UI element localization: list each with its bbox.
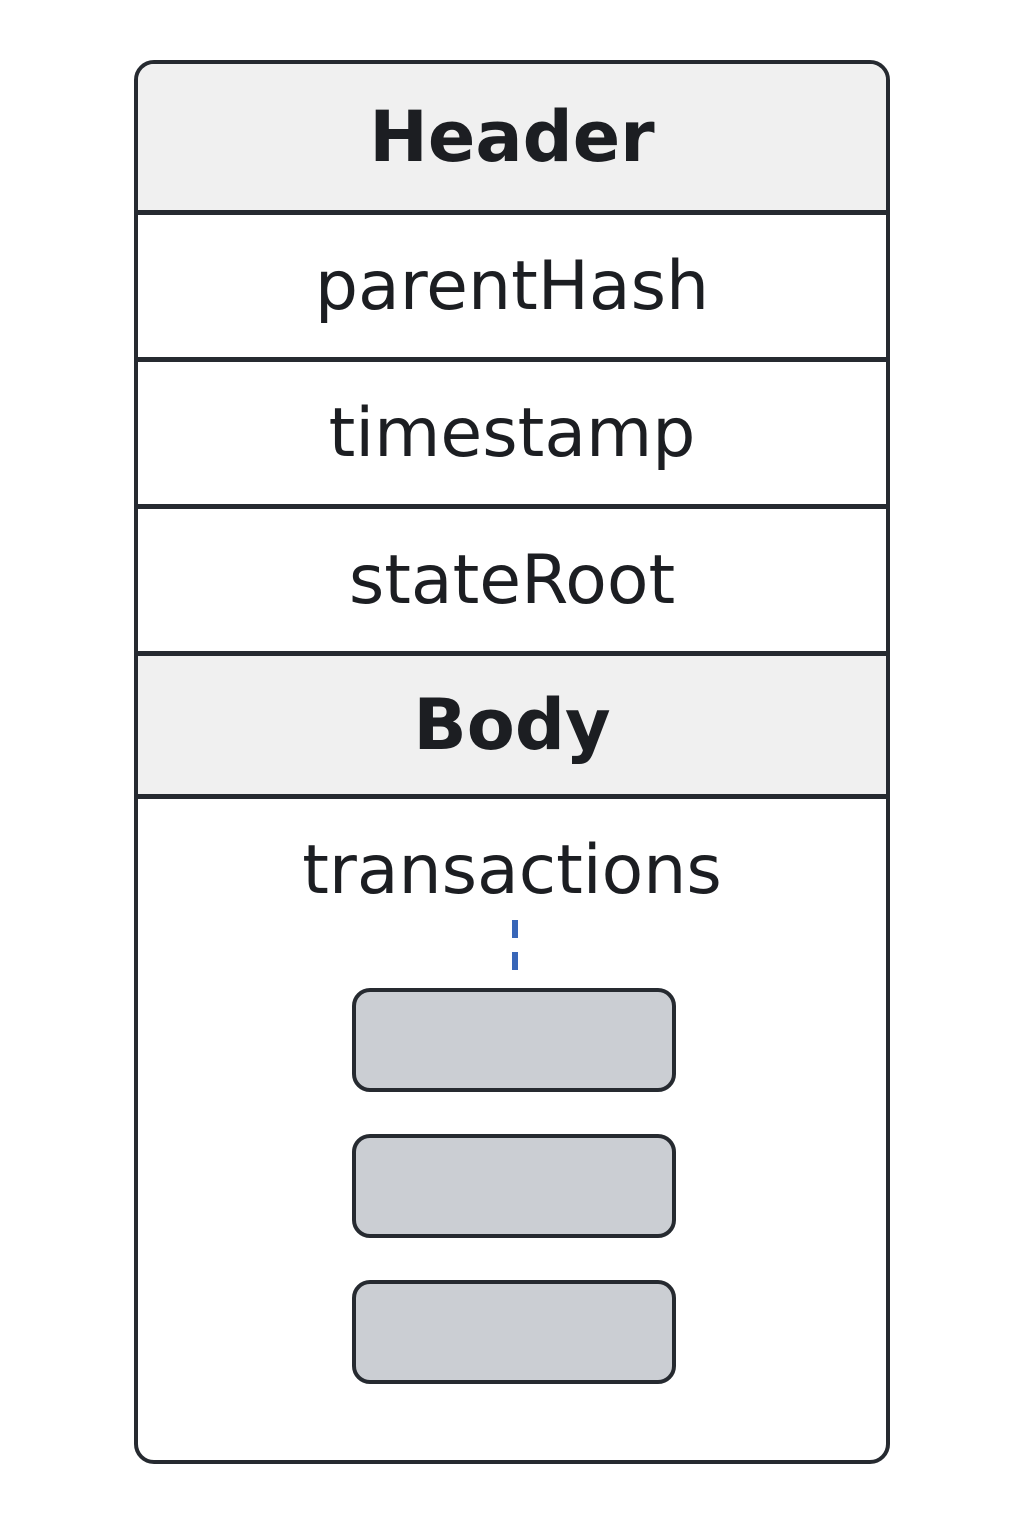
transaction-item [352, 1280, 676, 1384]
divider [138, 210, 886, 215]
divider [138, 504, 886, 509]
transactions-label: transactions [302, 830, 722, 910]
block-container: Header parentHash timestamp stateRoot Bo… [134, 60, 890, 1464]
divider [138, 357, 886, 362]
header-section-title: Header [138, 64, 886, 210]
field-state-root: stateRoot [138, 509, 886, 651]
body-section-title: Body [138, 656, 886, 794]
divider [138, 794, 886, 799]
field-timestamp: timestamp [138, 362, 886, 504]
transaction-item [352, 988, 676, 1092]
field-parent-hash: parentHash [138, 215, 886, 357]
dashed-connector [512, 920, 518, 980]
transaction-item [352, 1134, 676, 1238]
divider [138, 651, 886, 656]
